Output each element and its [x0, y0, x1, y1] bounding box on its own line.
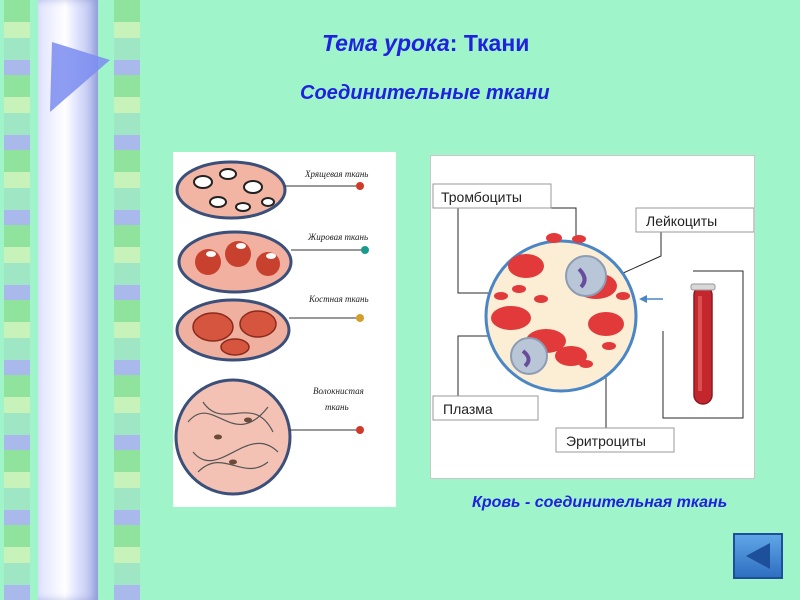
blood-diagram-panel: Тромбоциты Лейкоциты Плазма Эритроциты — [430, 155, 755, 479]
label-fibrous-line2: ткань — [325, 402, 349, 412]
cartilage-illustration — [175, 160, 287, 220]
decorative-stripe — [114, 0, 140, 600]
blood-caption: Кровь - соединительная ткань — [472, 494, 728, 511]
label-erythrocytes: Эритроциты — [566, 433, 646, 449]
fibrous-illustration — [174, 378, 292, 496]
decorative-pillar — [38, 0, 98, 600]
pointer-dot — [356, 314, 364, 322]
label-leukocytes: Лейкоциты — [646, 213, 717, 229]
decorative-stripe — [4, 0, 30, 600]
fat-illustration — [177, 230, 293, 294]
page-title: Тема урока: Ткани — [322, 30, 530, 56]
tissue-types-panel: Хрящевая ткань Жировая ткань Костная тка… — [173, 152, 396, 507]
label-cartilage: Хрящевая ткань — [304, 169, 368, 179]
label-fibrous-line1: Волокнистая — [313, 386, 364, 396]
play-arrow-icon — [50, 42, 110, 112]
test-tube-illustration — [690, 283, 716, 405]
pointer-dot — [361, 246, 369, 254]
page-subtitle: Соединительные ткани — [300, 82, 550, 104]
blood-diagram: Тромбоциты Лейкоциты Плазма Эритроциты — [432, 183, 755, 453]
label-plasma: Плазма — [443, 401, 493, 417]
back-button[interactable] — [733, 533, 783, 579]
label-platelets: Тромбоциты — [441, 189, 522, 205]
pointer-dot — [356, 426, 364, 434]
bone-illustration — [175, 298, 291, 362]
tissue-illustrations: Хрящевая ткань Жировая ткань Костная тка… — [174, 160, 369, 496]
pointer-dot — [356, 182, 364, 190]
label-fat: Жировая ткань — [307, 232, 368, 242]
triangle-left-icon — [746, 543, 770, 569]
decorative-side-band — [0, 0, 145, 600]
label-bone: Костная ткань — [308, 294, 369, 304]
blood-smear-illustration — [484, 233, 638, 393]
